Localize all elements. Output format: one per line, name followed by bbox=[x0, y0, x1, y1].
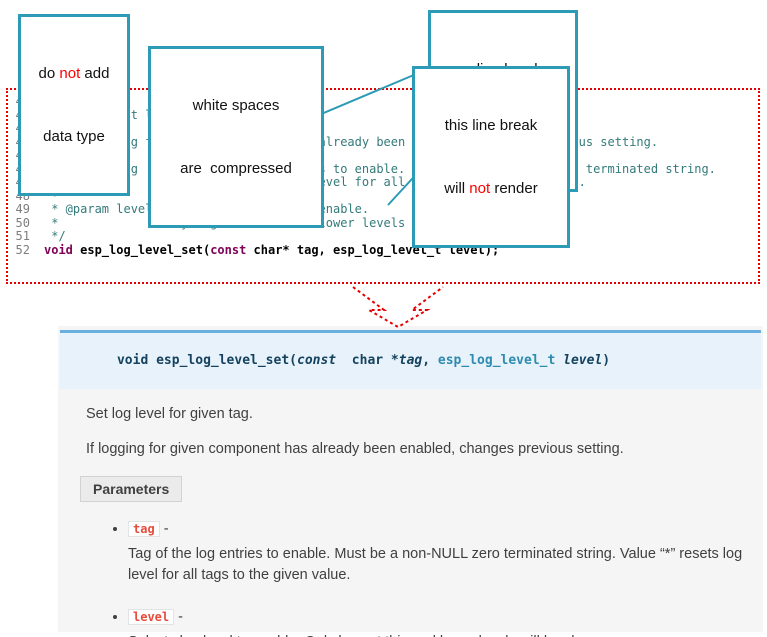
detail-description: If logging for given component has alrea… bbox=[86, 441, 624, 457]
code-line: 49 * @param level Selects log level to e… bbox=[10, 202, 758, 217]
line-number: 50 bbox=[15, 215, 30, 230]
code-line: 50 * Only logs at this and lower levels … bbox=[10, 215, 758, 231]
sig-const-keyword: const bbox=[297, 353, 337, 368]
callout-line: white spaces bbox=[192, 97, 280, 114]
sig-arg-level: level bbox=[555, 353, 603, 368]
callout-whitespace-compressed: white spaces are compressed bbox=[148, 46, 324, 228]
code-text: */ bbox=[44, 229, 66, 243]
callout-line: this line break bbox=[444, 117, 538, 134]
parameter-item-level: level - Selects log level to enable. Onl… bbox=[128, 606, 763, 637]
callout-no-data-type: do not add data type bbox=[18, 14, 130, 196]
function-signature: void esp_log_level_set(const char *tag, … bbox=[60, 330, 761, 389]
brief-description: Set log level for given tag. bbox=[86, 406, 253, 422]
callout-line: are compressed bbox=[180, 160, 292, 177]
sig-type-link[interactable]: esp_log_level_t bbox=[437, 353, 556, 368]
transform-arrow bbox=[352, 286, 444, 329]
sig-arg-tag: tag bbox=[398, 353, 423, 368]
line-number: 51 bbox=[15, 229, 30, 243]
parameter-list: tag - Tag of the log entries to enable. … bbox=[58, 518, 763, 637]
param-description: Tag of the log entries to enable. Must b… bbox=[128, 546, 743, 583]
code-text: * @param tag Tag of the log entries to e… bbox=[44, 161, 716, 176]
sig-function-name: esp_log_level_set bbox=[156, 353, 290, 368]
sig-return-type: void bbox=[116, 353, 157, 368]
callout-line: do not add bbox=[38, 65, 110, 82]
callout-line-break-not-render: this line break will not render bbox=[412, 66, 570, 248]
code-line: 51 */ bbox=[10, 229, 758, 244]
callout-line: data type bbox=[43, 128, 105, 145]
param-description: Selects log level to enable. Only logs a… bbox=[128, 632, 763, 637]
rendered-doc-panel: void esp_log_level_set(const char *tag, … bbox=[58, 326, 763, 637]
line-number: 52 bbox=[15, 242, 30, 257]
parameters-heading: Parameters bbox=[80, 476, 183, 502]
callout-line: will not render bbox=[444, 180, 538, 197]
parameter-item-tag: tag - Tag of the log entries to enable. … bbox=[128, 518, 763, 586]
param-name-chip: level bbox=[128, 609, 175, 625]
line-number: 49 bbox=[15, 202, 30, 216]
param-name-chip: tag bbox=[128, 521, 160, 537]
